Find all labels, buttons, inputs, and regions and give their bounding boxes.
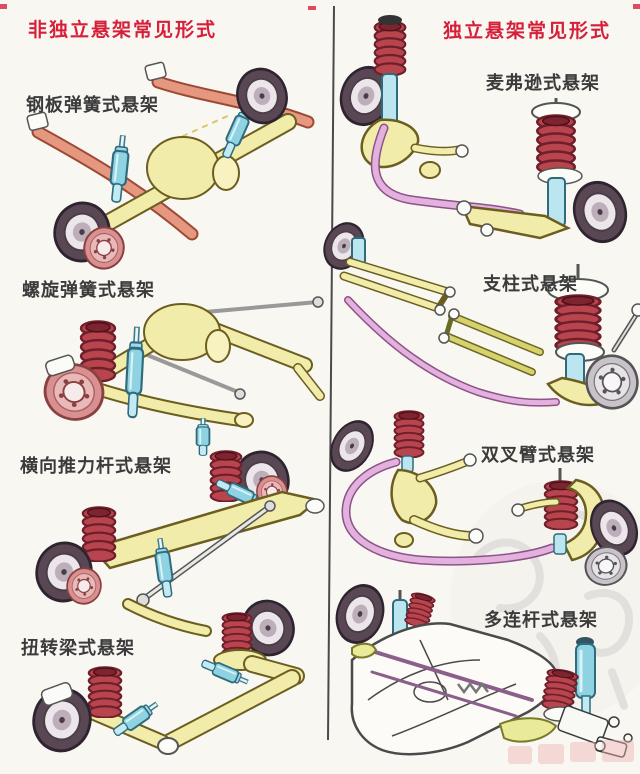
strut-mount <box>378 15 402 25</box>
title-independent-suspension: 独立悬架常见形式 <box>443 20 612 42</box>
suspension-link <box>360 646 534 702</box>
control-rod <box>133 348 240 394</box>
label-strut-suspension: 支柱式悬架 <box>483 274 578 295</box>
lower-control-arm <box>459 204 572 240</box>
scan-mark <box>0 4 640 10</box>
label-leaf-spring-suspension: 钢板弹簧式悬架 <box>26 95 159 116</box>
double-wishbone-suspension-illustration <box>321 410 640 591</box>
wheel <box>328 577 392 651</box>
torsion-beam-suspension-illustration <box>26 592 305 758</box>
label-coil-spring-suspension: 螺旋弹簧式悬架 <box>22 280 155 301</box>
differential-housing <box>146 136 220 200</box>
shock-absorber <box>553 533 567 555</box>
column-divider <box>327 5 335 741</box>
spring-shackle <box>144 61 167 82</box>
coil-spring <box>87 666 123 718</box>
label-multi-link-suspension: 多连杆式悬架 <box>484 610 598 631</box>
bracket <box>498 717 558 743</box>
label-macpherson-suspension: 麦弗逊式悬架 <box>486 73 600 94</box>
strut <box>381 73 398 127</box>
wheel <box>565 174 635 250</box>
brake-caliper <box>45 354 76 377</box>
coil-spring <box>373 20 407 76</box>
coil-spring <box>81 506 117 562</box>
brake-caliper <box>40 682 74 706</box>
label-torsion-beam-suspension: 扭转梁式悬架 <box>21 638 135 659</box>
coil-spring-suspension-illustration <box>36 296 325 429</box>
link-spring <box>457 681 489 695</box>
shock-absorber <box>575 643 596 699</box>
label-double-wishbone-suspension: 双叉臂式悬架 <box>481 445 595 466</box>
bracket <box>351 642 378 659</box>
strut-suspension-illustration <box>315 215 640 416</box>
watermark-bottom <box>508 740 634 764</box>
macpherson-suspension-illustration <box>331 15 635 250</box>
spring-shackle <box>26 111 49 132</box>
control-rod <box>203 300 320 314</box>
suspension-link <box>370 670 518 718</box>
steering-knuckle <box>360 118 420 169</box>
label-lateral-thrust-rod-suspension: 横向推力杆式悬架 <box>20 456 172 477</box>
shock-absorber <box>195 418 211 456</box>
coil-spring <box>393 410 425 458</box>
multi-link-suspension-illustration <box>328 577 633 758</box>
lateral-thrust-rod-suspension-illustration <box>29 418 325 637</box>
title-non-independent-suspension: 非独立悬架常见形式 <box>28 19 218 41</box>
coil-spring <box>535 114 577 174</box>
mounting-hardware <box>557 705 633 758</box>
leaf-spring-suspension-illustration <box>26 61 315 274</box>
